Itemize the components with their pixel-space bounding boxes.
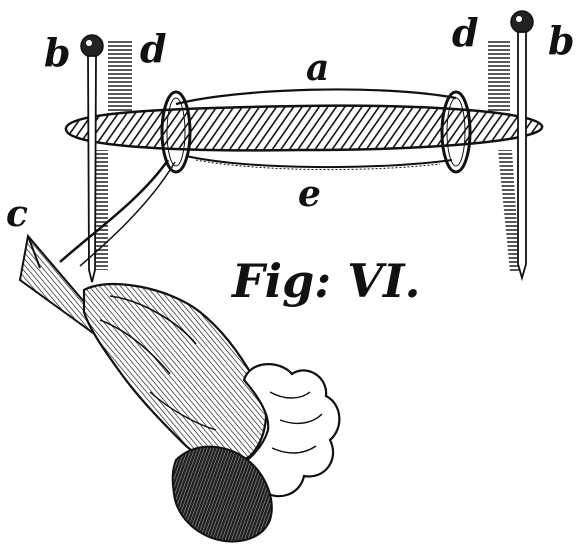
label-b-right: b	[548, 18, 575, 63]
shadow-hatching-right	[488, 40, 520, 272]
label-b-left: b	[44, 30, 71, 75]
thread-to-needle	[59, 159, 176, 267]
label-e: e	[298, 173, 321, 215]
label-d-left: d	[140, 26, 167, 71]
shadow-hatching-left	[96, 40, 132, 270]
pin-left	[80, 34, 104, 283]
figure-caption: Fig: VI.	[232, 254, 421, 308]
lace-cuff	[224, 363, 341, 498]
label-a: a	[306, 47, 330, 89]
label-c: c	[6, 193, 28, 235]
pin-right	[510, 10, 534, 282]
label-d-right: d	[452, 10, 479, 55]
hand	[82, 283, 268, 464]
loop-ring-left	[160, 90, 192, 174]
sleeve	[171, 445, 273, 543]
loop-ring-right	[440, 90, 472, 174]
